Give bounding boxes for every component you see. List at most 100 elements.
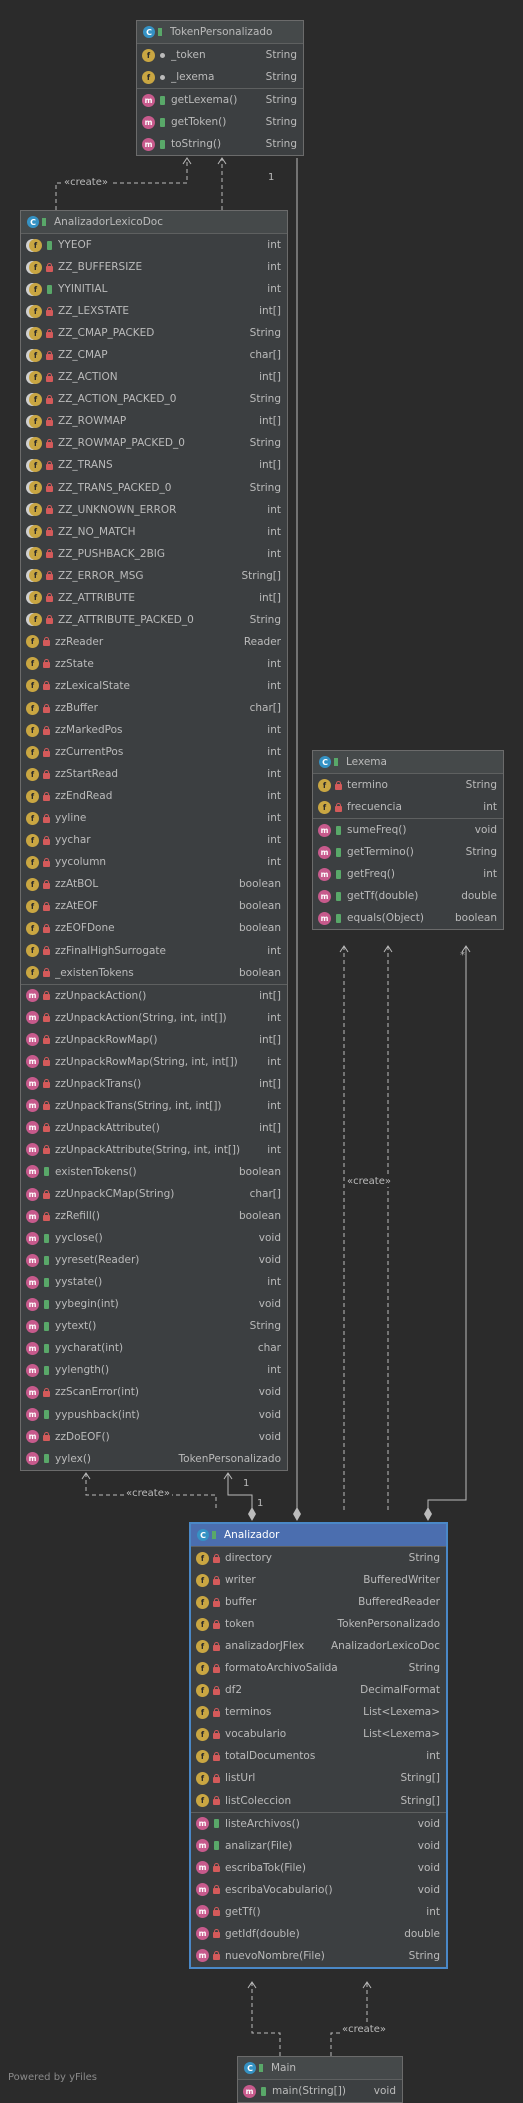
field-icon: f (318, 778, 331, 792)
multiplicity-lexer-left: 1 (243, 1478, 250, 1489)
